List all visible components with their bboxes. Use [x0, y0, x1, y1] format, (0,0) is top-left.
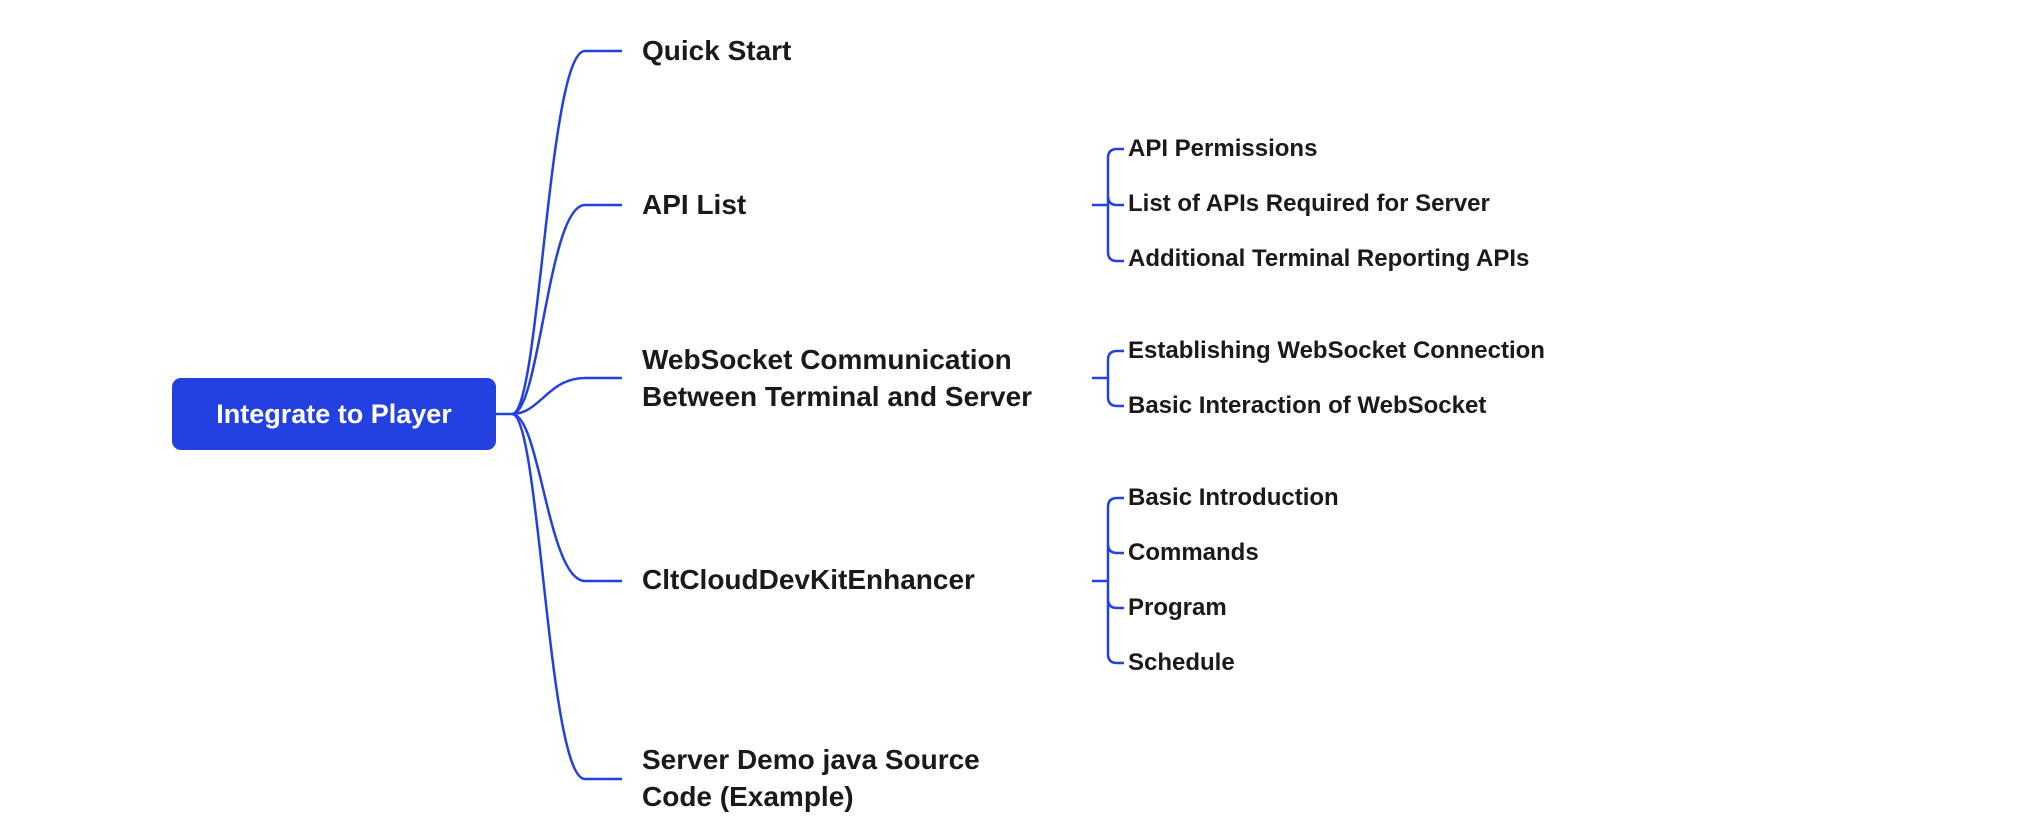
bracket-tick-1-2 [1106, 195, 1124, 207]
branch-line-4 [511, 412, 622, 583]
root-node[interactable]: Integrate to Player [172, 378, 496, 450]
subtopic-commands[interactable]: Commands [1128, 539, 1259, 566]
subtopic-program[interactable]: Program [1128, 594, 1227, 621]
subtopic-apis-required-for-server[interactable]: List of APIs Required for Server [1128, 190, 1490, 217]
subtopic-api-permissions[interactable]: API Permissions [1128, 135, 1318, 162]
branch-line-1 [511, 49, 622, 416]
topic-quick-start[interactable]: Quick Start [642, 35, 792, 66]
subtopic-schedule[interactable]: Schedule [1128, 649, 1235, 676]
bracket-tick-3-3 [1106, 598, 1124, 610]
bracket-tick-1-1 [1106, 147, 1124, 159]
bracket-tick-2-1 [1106, 349, 1124, 361]
bracket-tick-3-4 [1106, 653, 1124, 665]
bracket-tick-3-2 [1106, 543, 1124, 555]
topic-websocket-communication[interactable]: WebSocket Communication Between Terminal… [642, 344, 1033, 412]
root-node-label: Integrate to Player [216, 398, 452, 429]
subtopic-terminal-reporting-apis[interactable]: Additional Terminal Reporting APIs [1128, 245, 1530, 272]
topic-server-demo[interactable]: Server Demo java Source Code (Example) [642, 744, 980, 812]
topic-api-list[interactable]: API List [642, 189, 747, 220]
topic-cltclouddevkitenhancer[interactable]: CltCloudDevKitEnhancer [642, 564, 975, 595]
subtopic-establishing-websocket-connection[interactable]: Establishing WebSocket Connection [1128, 337, 1545, 364]
bracket-tick-1-3 [1106, 251, 1124, 263]
bracket-tick-2-2 [1106, 396, 1124, 408]
branch-line-5 [511, 412, 622, 781]
subtopic-basic-interaction-websocket[interactable]: Basic Interaction of WebSocket [1128, 392, 1487, 419]
branch-line-2 [511, 203, 622, 416]
bracket-tick-3-1 [1106, 496, 1124, 508]
branch-line-3 [511, 376, 622, 416]
subtopic-basic-introduction[interactable]: Basic Introduction [1128, 484, 1339, 511]
